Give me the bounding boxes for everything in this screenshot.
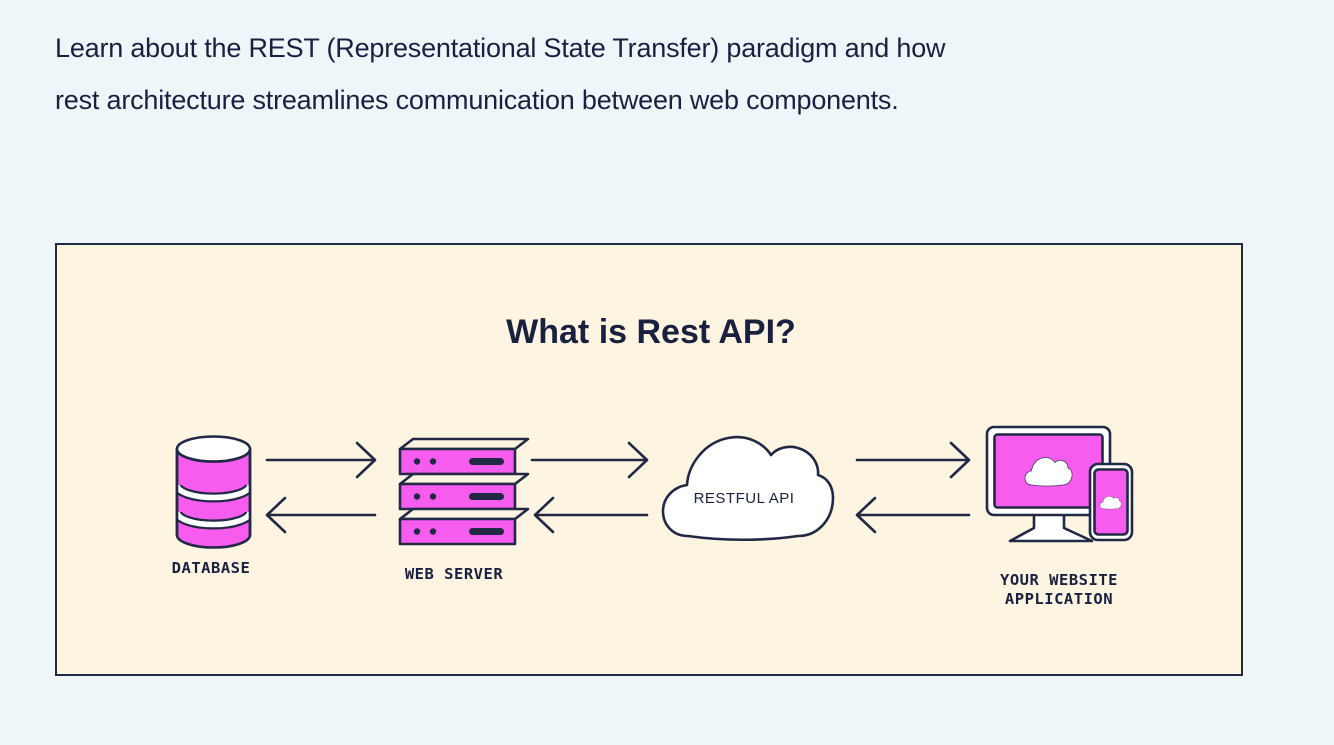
database-icon [175, 435, 252, 549]
arrow-client-to-api-icon [855, 496, 971, 534]
server-unit [398, 437, 530, 476]
website-application-label-line-1: YOUR WEBSITE [1000, 571, 1118, 589]
website-application-label-line-2: APPLICATION [1005, 590, 1113, 608]
diagram-panel: What is Rest API? DATABASE [55, 243, 1243, 676]
arrow-server-to-api-icon [530, 441, 649, 479]
web-server-label: WEB SERVER [405, 565, 503, 583]
server-unit [398, 472, 530, 511]
database-label: DATABASE [172, 559, 251, 577]
smartphone-icon [1088, 462, 1134, 542]
intro-line-1: Learn about the REST (Representational S… [55, 33, 946, 63]
monitor-icon [985, 425, 1112, 543]
database-bands [176, 484, 250, 530]
devices-icon [985, 425, 1134, 543]
intro-text: Learn about the REST (Representational S… [55, 22, 1235, 126]
diagram-title: What is Rest API? [506, 313, 796, 351]
cloud-icon [661, 435, 835, 542]
arrow-api-to-client-icon [855, 441, 971, 479]
rest-api-diagram: What is Rest API? DATABASE [172, 313, 1134, 608]
arrow-server-to-database-icon [265, 496, 377, 534]
intro-line-2: rest architecture streamlines communicat… [55, 85, 899, 115]
arrow-api-to-server-icon [533, 496, 649, 534]
arrow-database-to-server-icon [265, 441, 377, 479]
restful-api-label: RESTFUL API [694, 490, 795, 507]
server-stack-icon [398, 437, 530, 546]
server-unit [398, 507, 530, 546]
